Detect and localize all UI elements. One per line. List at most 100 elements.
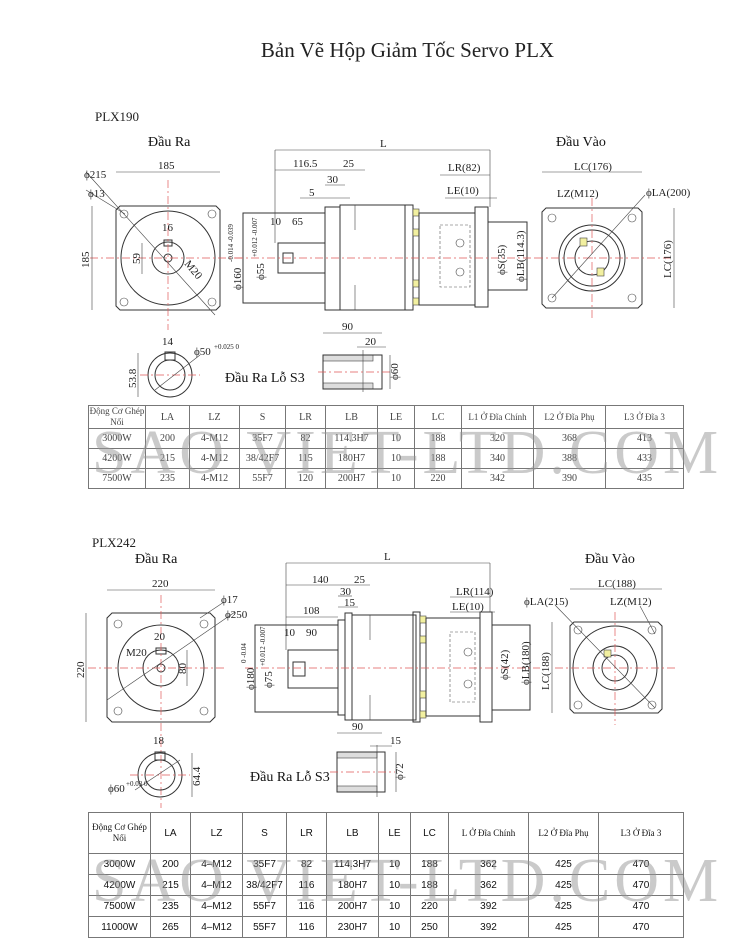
cell: 35F7 bbox=[239, 428, 286, 449]
dim-le: LE(10) bbox=[447, 185, 479, 197]
dim-le: LE(10) bbox=[452, 601, 484, 613]
dim-lr: LR(82) bbox=[448, 162, 481, 174]
output-end-label: Đầu Ra bbox=[148, 135, 191, 150]
s3-bore-view: 90 15 ϕ72 bbox=[330, 721, 406, 797]
header-cell: LZ bbox=[189, 405, 240, 429]
cell: 342 bbox=[461, 468, 534, 489]
dim-s3-depth: 20 bbox=[365, 336, 377, 348]
cell: 10 bbox=[378, 853, 411, 875]
header-cell: S bbox=[239, 405, 286, 429]
cell: 4-M12 bbox=[189, 468, 240, 489]
header-cell: L3 Ở Đĩa 3 bbox=[598, 812, 684, 854]
dim-key-depth: 53.8 bbox=[127, 368, 139, 388]
cell: 55F7 bbox=[242, 916, 287, 938]
cell: 115 bbox=[285, 448, 326, 469]
header-cell: LE bbox=[378, 812, 411, 854]
cell: 425 bbox=[528, 874, 599, 896]
cell: 114.3H7 bbox=[325, 428, 378, 449]
header-cell: LE bbox=[377, 405, 415, 429]
cell: 4-M12 bbox=[189, 448, 240, 469]
cell: 82 bbox=[285, 428, 326, 449]
output-front-view: 185 185 ϕ215 ϕ13 16 59 M20 bbox=[80, 160, 245, 330]
cell: 470 bbox=[598, 895, 684, 917]
side-view: L 140 25 30 15 108 10 90 ϕ180 0 -0.04 ϕ7… bbox=[240, 551, 540, 723]
cell: 188 bbox=[414, 428, 462, 449]
s3-bore-view: 90 20 ϕ60 bbox=[318, 321, 401, 392]
dim-width: 220 bbox=[152, 578, 169, 590]
dim-thread: M20 bbox=[182, 258, 205, 282]
cell: 470 bbox=[598, 874, 684, 896]
header-cell: LC bbox=[410, 812, 449, 854]
output-end-label: Đầu Ra bbox=[135, 552, 178, 567]
cell: 116 bbox=[286, 895, 327, 917]
cell: 390 bbox=[533, 468, 606, 489]
cell: 7500W bbox=[88, 468, 146, 489]
dim-lz: LZ(M12) bbox=[610, 596, 652, 608]
dim-f: 65 bbox=[292, 216, 304, 228]
header-cell: L2 Ở Đĩa Phụ bbox=[533, 405, 606, 429]
dim-thread: M20 bbox=[126, 647, 147, 659]
model-label: PLX242 bbox=[92, 535, 136, 550]
cell: 200H7 bbox=[325, 468, 378, 489]
dim-hole: ϕ13 bbox=[88, 188, 105, 200]
dim-flange-tol: 0 -0.04 bbox=[240, 643, 248, 663]
header-cell: S bbox=[242, 812, 287, 854]
cell: 215 bbox=[145, 448, 190, 469]
dim-pcd: ϕ215 bbox=[84, 169, 107, 181]
cell: 4–M12 bbox=[190, 874, 243, 896]
dim-total-length: L bbox=[384, 551, 391, 563]
dim-b: 25 bbox=[343, 158, 355, 170]
cell: 250 bbox=[410, 916, 449, 938]
dim-s3-depth: 15 bbox=[390, 735, 402, 747]
cell: 425 bbox=[528, 895, 599, 917]
header-cell: LB bbox=[325, 405, 378, 429]
cell: 4-M12 bbox=[189, 428, 240, 449]
cell: 10 bbox=[378, 916, 411, 938]
cell: 116 bbox=[286, 874, 327, 896]
header-cell: LB bbox=[326, 812, 379, 854]
dim-f: 90 bbox=[306, 627, 318, 639]
header-cell: L3 Ở Đĩa 3 bbox=[605, 405, 684, 429]
cell: 392 bbox=[448, 895, 529, 917]
cell: 230H7 bbox=[326, 916, 379, 938]
cell: 4–M12 bbox=[190, 916, 243, 938]
dim-key-width: 18 bbox=[153, 735, 165, 747]
cell: 435 bbox=[605, 468, 684, 489]
cell: 433 bbox=[605, 448, 684, 469]
header-cell: LC bbox=[414, 405, 462, 429]
cell: 362 bbox=[448, 874, 529, 896]
dim-key-height: 59 bbox=[131, 253, 143, 265]
cell: 392 bbox=[448, 916, 529, 938]
dim-s3-length: 90 bbox=[342, 321, 354, 333]
dim-a: 116.5 bbox=[293, 158, 318, 170]
dim-key-depth: 64.4 bbox=[191, 766, 203, 786]
dim-d: 15 bbox=[344, 597, 356, 609]
cell: 368 bbox=[533, 428, 606, 449]
dim-g: 108 bbox=[303, 605, 320, 617]
cell: 200 bbox=[145, 428, 190, 449]
dim-b: 25 bbox=[354, 574, 366, 586]
header-cell: LZ bbox=[190, 812, 243, 854]
s3-label: Đầu Ra Lỗ S3 bbox=[225, 371, 305, 386]
dim-s: ϕS(35) bbox=[496, 244, 508, 275]
cell: 320 bbox=[461, 428, 534, 449]
dim-s3-length: 90 bbox=[352, 721, 364, 733]
dim-bore: ϕ60 bbox=[108, 783, 125, 795]
cell: 55F7 bbox=[242, 895, 287, 917]
header-cell: LR bbox=[285, 405, 326, 429]
key-section-view: 18 ϕ60 +0.03 0 64.4 bbox=[108, 735, 203, 798]
cell: 215 bbox=[150, 874, 191, 896]
dim-total-length: L bbox=[380, 138, 387, 150]
dim-lc-height: LC(188) bbox=[540, 652, 552, 690]
dim-c: 30 bbox=[340, 586, 352, 598]
header-cell: Động Cơ Ghép Nối bbox=[88, 405, 146, 429]
cell: 265 bbox=[150, 916, 191, 938]
cell: 10 bbox=[377, 448, 415, 469]
cell: 120 bbox=[285, 468, 326, 489]
